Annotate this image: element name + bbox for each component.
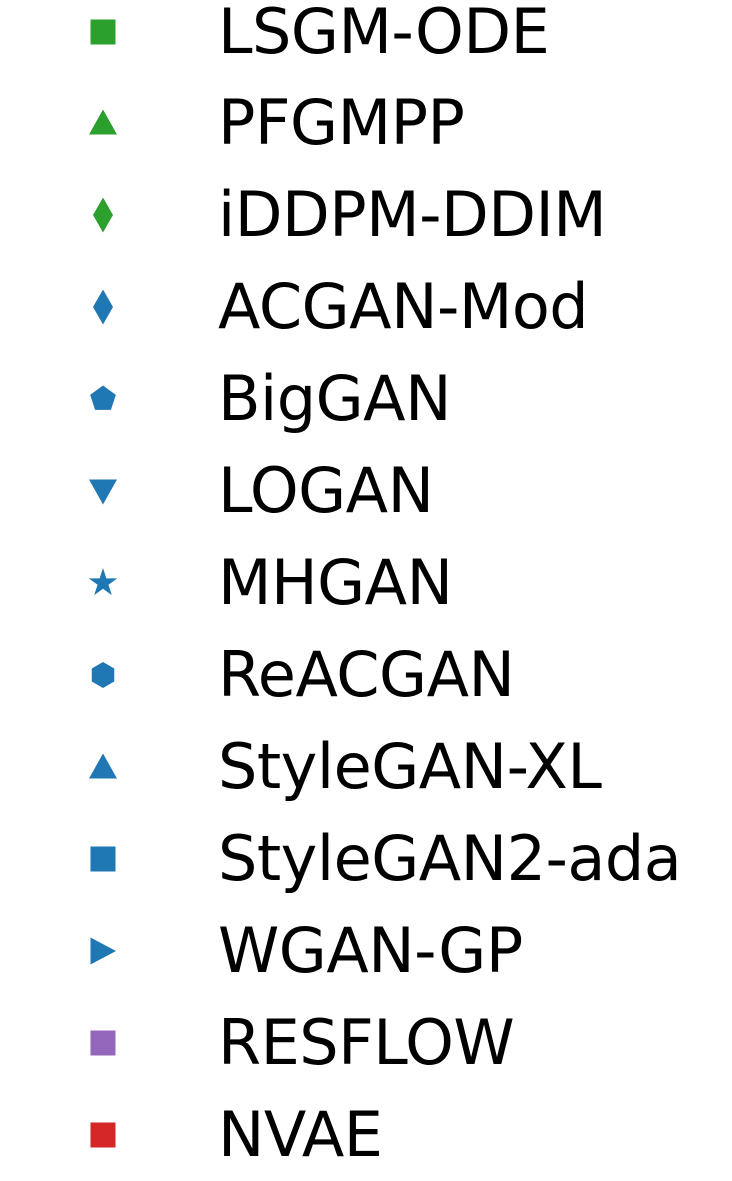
legend-label: WGAN-GP: [218, 914, 523, 987]
thin-diamond-marker-icon: [85, 289, 121, 325]
legend-item: ACGAN-Mod: [0, 261, 732, 353]
legend-item: PFGMPP: [0, 77, 732, 169]
legend-item: MHGAN: [0, 537, 732, 629]
legend-label: StyleGAN-XL: [218, 730, 602, 803]
legend-label: ACGAN-Mod: [218, 270, 589, 343]
square-marker-icon: [85, 1117, 121, 1153]
legend-label: LSGM-ODE: [218, 0, 550, 68]
square-marker-icon: [85, 1025, 121, 1061]
legend-item: RESFLOW: [0, 997, 732, 1089]
legend-item: ReACGAN: [0, 629, 732, 721]
star-marker-icon: [85, 565, 121, 601]
legend-label: NVAE: [218, 1098, 383, 1171]
legend-label: iDDPM-DDIM: [218, 178, 607, 251]
triangle-right-marker-icon: [85, 933, 121, 969]
legend-label: PFGMPP: [218, 86, 465, 159]
legend-item: StyleGAN2-ada: [0, 813, 732, 905]
legend-item: LSGM-ODE: [0, 0, 732, 78]
legend-item: NVAE: [0, 1089, 732, 1181]
legend-label: StyleGAN2-ada: [218, 822, 682, 895]
triangle-up-marker-icon: [85, 749, 121, 785]
legend-item: LOGAN: [0, 445, 732, 537]
hexagon-marker-icon: [85, 657, 121, 693]
triangle-up-marker-icon: [85, 105, 121, 141]
legend-label: RESFLOW: [218, 1006, 515, 1079]
pentagon-marker-icon: [85, 381, 121, 417]
legend-item: StyleGAN-XL: [0, 721, 732, 813]
legend-label: LOGAN: [218, 454, 434, 527]
square-marker-icon: [85, 14, 121, 50]
legend-item: iDDPM-DDIM: [0, 169, 732, 261]
triangle-down-marker-icon: [85, 473, 121, 509]
thin-diamond-marker-icon: [85, 197, 121, 233]
legend-label: ReACGAN: [218, 638, 515, 711]
legend-label: MHGAN: [218, 546, 453, 619]
legend-item: WGAN-GP: [0, 905, 732, 997]
legend-label: BigGAN: [218, 362, 451, 435]
legend-item: BigGAN: [0, 353, 732, 445]
square-marker-icon: [85, 841, 121, 877]
